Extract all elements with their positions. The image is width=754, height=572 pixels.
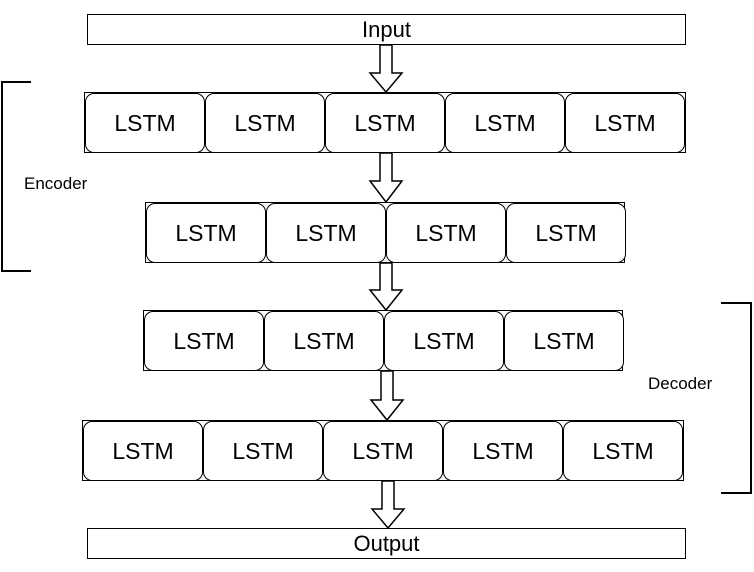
output-box: Output (87, 528, 686, 559)
lstm-cell: LSTM (264, 311, 384, 371)
encoder-label: Encoder (24, 174, 88, 193)
decoder-layer-2: LSTM LSTM LSTM LSTM LSTM (82, 420, 684, 481)
lstm-cell: LSTM (146, 203, 266, 263)
input-box: Input (87, 14, 686, 45)
lstm-cell: LSTM (506, 203, 626, 263)
encoder-layer-2: LSTM LSTM LSTM LSTM (145, 202, 626, 263)
down-arrow-icon (370, 480, 406, 530)
decoder-layer-1: LSTM LSTM LSTM LSTM (143, 310, 624, 371)
lstm-cell: LSTM (323, 421, 443, 481)
lstm-cell: LSTM (386, 203, 506, 263)
lstm-cell: LSTM (144, 311, 264, 371)
lstm-cell: LSTM (384, 311, 504, 371)
down-arrow-icon (368, 44, 404, 94)
input-label: Input (362, 16, 411, 42)
encoder-layer-1: LSTM LSTM LSTM LSTM LSTM (84, 92, 686, 153)
lstm-cell: LSTM (445, 93, 565, 153)
lstm-cell: LSTM (504, 311, 624, 371)
lstm-cell: LSTM (83, 421, 203, 481)
decoder-bracket (721, 302, 752, 494)
lstm-cell: LSTM (203, 421, 323, 481)
lstm-cell: LSTM (85, 93, 205, 153)
lstm-cell: LSTM (325, 93, 445, 153)
lstm-cell: LSTM (443, 421, 563, 481)
lstm-cell: LSTM (565, 93, 685, 153)
down-arrow-icon (369, 370, 405, 422)
down-arrow-icon (368, 262, 404, 312)
decoder-label: Decoder (648, 374, 713, 393)
down-arrow-icon (368, 152, 404, 204)
lstm-cell: LSTM (205, 93, 325, 153)
lstm-cell: LSTM (563, 421, 683, 481)
lstm-cell: LSTM (266, 203, 386, 263)
output-label: Output (353, 530, 420, 556)
